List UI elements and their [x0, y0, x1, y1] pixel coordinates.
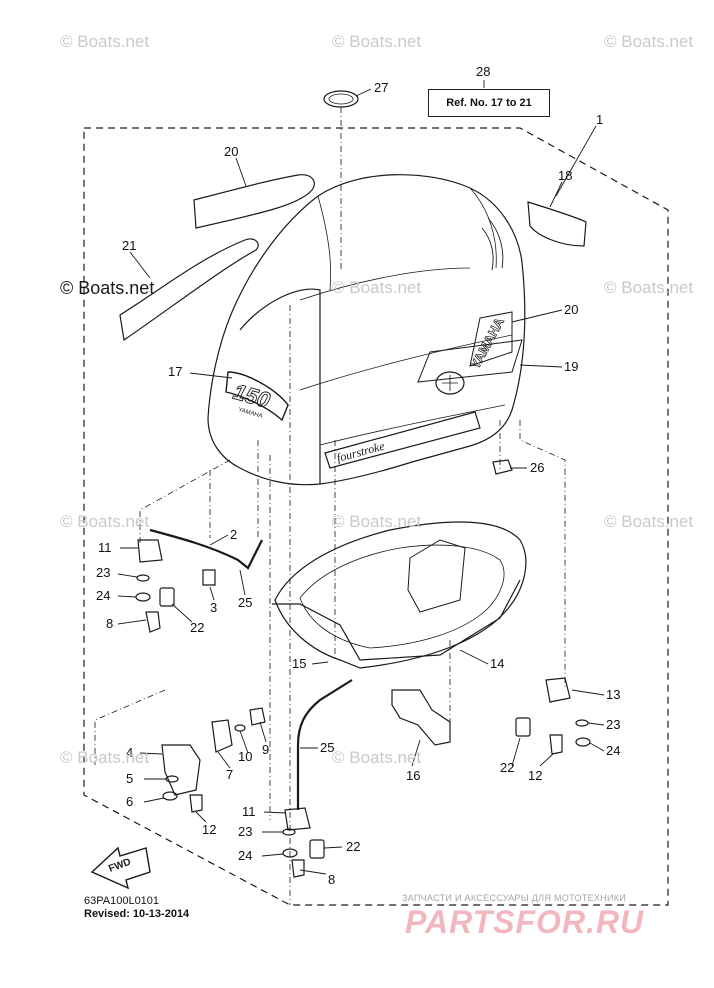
- callout-11-top: 11: [98, 540, 112, 555]
- bottom-cowl-pan: [272, 521, 527, 669]
- decal-brand-strip: [469, 311, 513, 367]
- watermark-5: © Boats.net: [332, 278, 422, 297]
- watermark-10: © Boats.net: [60, 748, 150, 767]
- small-hardware-center: [282, 807, 325, 878]
- decal-18: [527, 201, 587, 247]
- callout-12-left: 12: [202, 822, 216, 837]
- callout-13: 13: [606, 687, 620, 702]
- top-cowling: [207, 174, 526, 486]
- callout-6: 6: [126, 794, 133, 809]
- callout-25-left: 25: [238, 595, 252, 610]
- callout-3: 3: [210, 600, 217, 615]
- callout-12-right: 12: [528, 768, 542, 783]
- callout-11-bottom: 11: [242, 804, 256, 819]
- decal-21: [119, 238, 259, 342]
- callout-27: 27: [374, 80, 388, 95]
- watermark-4: © Boats.net: [60, 278, 155, 298]
- callout-23-right: 23: [606, 717, 620, 732]
- small-hardware-left: [135, 539, 266, 813]
- callout-24-bottom: 24: [238, 848, 252, 863]
- small-hardware-right: [515, 677, 591, 755]
- callout-22-bottom: 22: [346, 839, 360, 854]
- fwd-label: FWD: [107, 857, 132, 875]
- bracket-16: [391, 689, 451, 746]
- hose-25-center: [296, 679, 353, 810]
- callout-20-left: 20: [224, 144, 238, 159]
- decal-20-left: [193, 174, 315, 229]
- callout-8-left: 8: [106, 616, 113, 631]
- reference-note-box: Ref. No. 17 to 21: [428, 89, 550, 117]
- yamaha-emblem: [435, 371, 465, 395]
- callout-5: 5: [126, 771, 133, 786]
- callout-7: 7: [226, 767, 233, 782]
- callout-26: 26: [530, 460, 544, 475]
- callout-25-center: 25: [320, 740, 334, 755]
- model-decal-text: 150: [231, 379, 274, 413]
- callout-23-bottom: 23: [238, 824, 252, 839]
- callout-22-right: 22: [500, 760, 514, 775]
- watermark-8: © Boats.net: [332, 512, 422, 531]
- callout-20-right: 20: [564, 302, 578, 317]
- assembly-boundary-dashed: [83, 127, 669, 906]
- watermark-2: © Boats.net: [332, 32, 422, 51]
- callout-22-left: 22: [190, 620, 204, 635]
- fwd-arrow: [90, 846, 151, 890]
- callout-10: 10: [238, 749, 252, 764]
- callout-16: 16: [406, 768, 420, 783]
- bracket-4: [161, 744, 201, 796]
- clamp-7: [211, 719, 233, 753]
- watermark-7: © Boats.net: [60, 512, 150, 531]
- callout-24-right: 24: [606, 743, 620, 758]
- watermark-9: © Boats.net: [604, 512, 694, 531]
- shop-logo: PARTSFOR.RU: [405, 904, 645, 940]
- callout-21: 21: [122, 238, 136, 253]
- callout-24-left: 24: [96, 588, 110, 603]
- drawing-code: 63PA100L0101: [84, 895, 160, 907]
- callout-15: 15: [292, 656, 306, 671]
- callout-18: 18: [558, 168, 572, 183]
- watermark-6: © Boats.net: [604, 278, 694, 297]
- fourstroke-decal-text: fourstroke: [335, 439, 386, 465]
- watermark-3: © Boats.net: [604, 32, 694, 51]
- callout-14: 14: [490, 656, 504, 671]
- revision-date: Revised: 10-13-2014: [84, 908, 190, 920]
- callout-8-bottom: 8: [328, 872, 335, 887]
- decal-fourstroke-stripe: [324, 411, 481, 469]
- callout-23-left: 23: [96, 565, 110, 580]
- decal-stripe: [417, 339, 523, 383]
- callout-1: 1: [596, 112, 603, 127]
- watermark-11: © Boats.net: [332, 748, 422, 767]
- callout-19: 19: [564, 359, 578, 374]
- hose-25-left: [149, 528, 263, 570]
- decal-model-badge: [225, 371, 289, 422]
- callout-28: 28: [476, 64, 490, 79]
- callout-9: 9: [262, 742, 269, 757]
- callout-2: 2: [230, 527, 237, 542]
- clip-26: [492, 459, 513, 475]
- watermark-1: © Boats.net: [60, 32, 150, 51]
- callout-4: 4: [126, 745, 133, 760]
- callout-17: 17: [168, 364, 182, 379]
- shop-tagline: ЗАПЧАСТИ И АКСЕССУАРЫ ДЛЯ МОТОТЕХНИКИ: [402, 893, 627, 903]
